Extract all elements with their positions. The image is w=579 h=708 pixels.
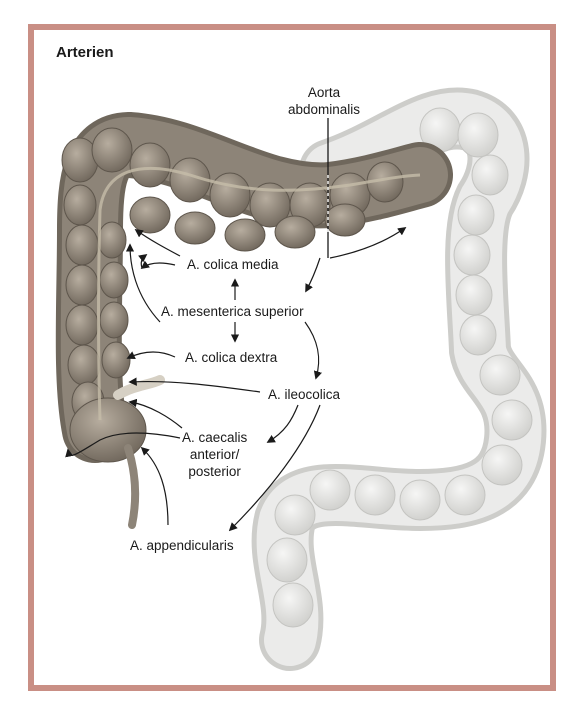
label-caecalis: A. caecalis anterior/ posterior [182, 429, 247, 480]
label-caecalis-line3: posterior [188, 464, 241, 479]
label-aorta-line1: Aorta [307, 85, 341, 100]
descending-colon [251, 87, 547, 671]
ascending-transverse-colon [55, 111, 453, 529]
label-caecalis-line1: A. caecalis [182, 430, 248, 445]
label-appendicularis: A. appendicularis [130, 538, 234, 553]
arrows [65, 227, 407, 532]
figure-title: Arterien [56, 44, 114, 61]
label-ileocolica: A. ileocolica [268, 387, 341, 402]
label-aorta-line2: abdominalis [288, 102, 361, 117]
label-colica-dextra: A. colica dextra [185, 350, 278, 365]
label-aorta-abdominalis: Aorta abdominalis [288, 84, 360, 118]
label-caecalis-line2: anterior/ [189, 447, 240, 462]
label-colica-media: A. colica media [187, 257, 279, 272]
label-mesenterica-superior: A. mesenterica superior [161, 304, 304, 319]
